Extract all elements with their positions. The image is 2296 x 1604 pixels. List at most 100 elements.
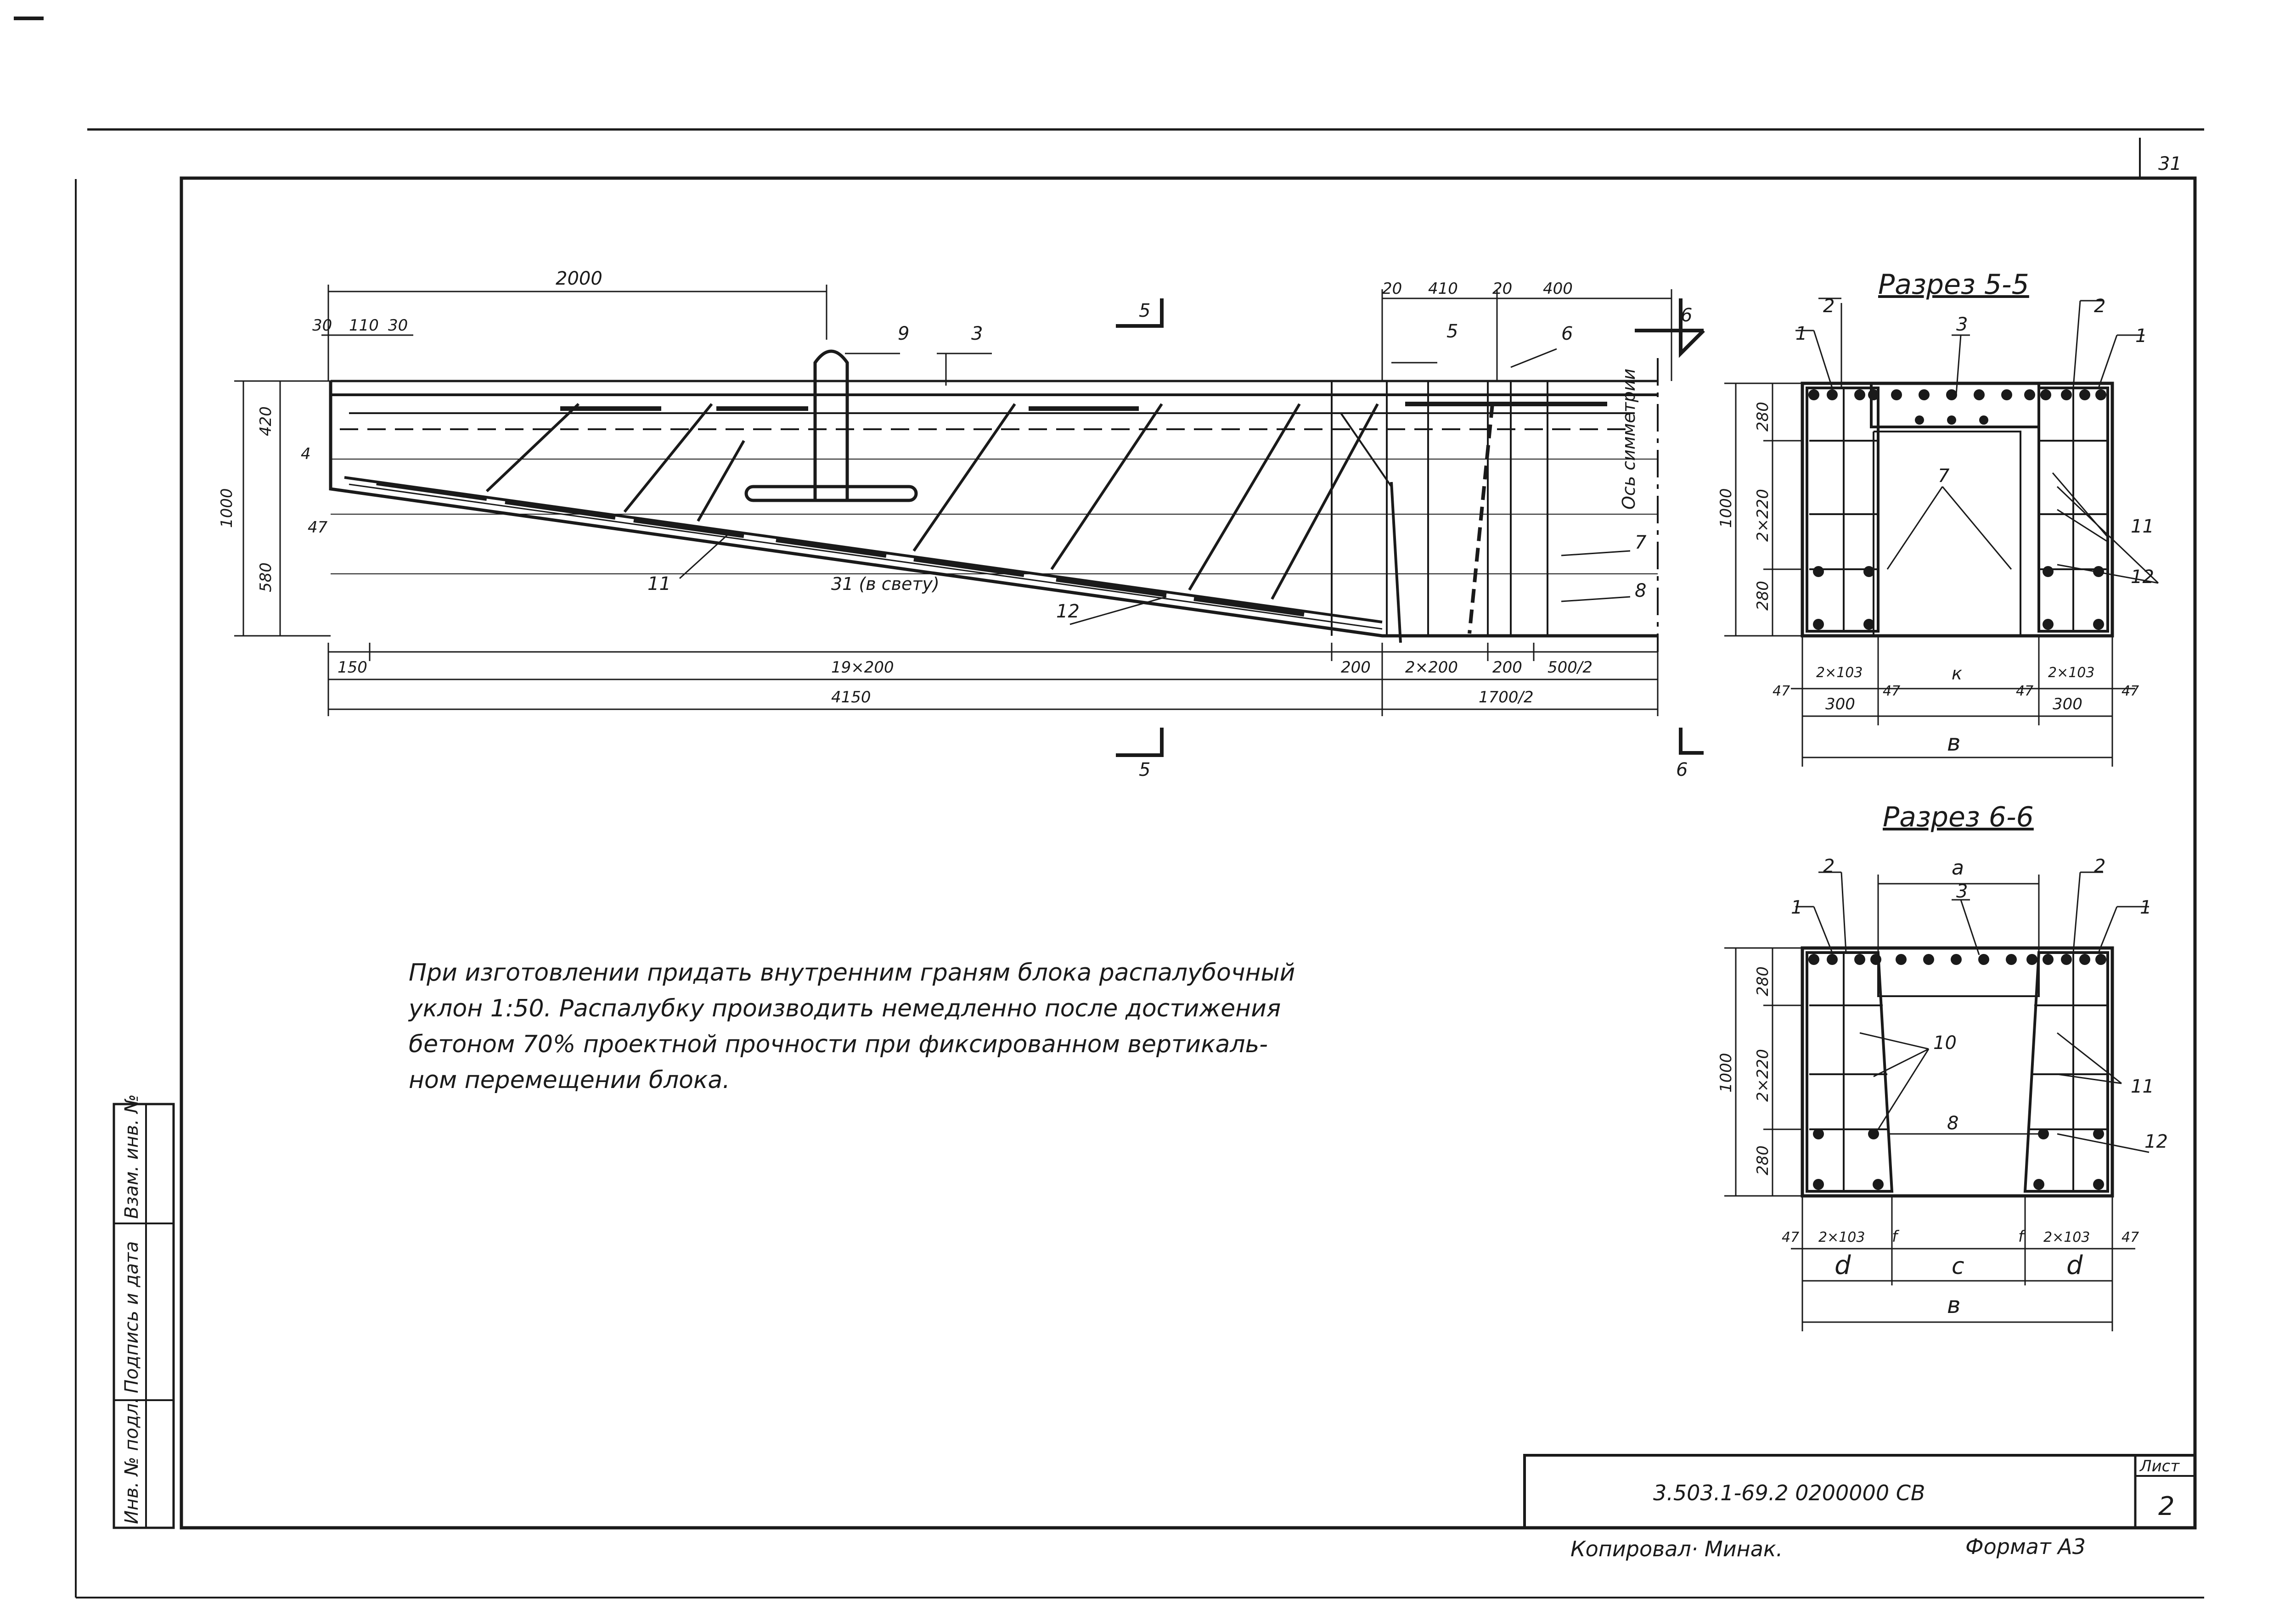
sec55-dim-280-bottom: 280 <box>1754 581 1772 611</box>
main-view <box>234 285 1705 757</box>
sec55-dim-2x103-b: 2×103 <box>2048 665 2094 681</box>
sec55-callout-7: 7 <box>1938 465 1950 487</box>
note-line: ном перемещении блока. <box>409 1066 730 1094</box>
sec55-callout-12: 12 <box>2131 566 2154 588</box>
axis-of-symmetry-label: Ось симметрии <box>1619 369 1639 510</box>
dim-580: 580 <box>257 562 275 592</box>
sec66-callout-2-right: 2 <box>2094 856 2105 877</box>
title-block <box>1523 1454 2196 1529</box>
sec55-callout-1-left: 1 <box>1795 323 1807 344</box>
sheet-number: 2 <box>2158 1492 2175 1521</box>
callout-11: 11 <box>647 573 671 594</box>
sec66-callout-8: 8 <box>1947 1113 1958 1134</box>
sec66-overall-b: в <box>1947 1292 1960 1318</box>
section-mark-5-bottom: 5 <box>1139 759 1150 780</box>
note-line: При изготовлении придать внутренним гран… <box>409 959 1295 987</box>
sec55-dim-2x103-a: 2×103 <box>1816 665 1863 681</box>
sec66-callout-3: 3 <box>1956 881 1968 902</box>
dim-200-b: 200 <box>1492 658 1522 677</box>
sec55-dim-300-left: 300 <box>1825 695 1855 713</box>
section-mark-6-top: 6 <box>1681 305 1692 326</box>
paper-format: Формат А3 <box>1965 1534 2086 1559</box>
side-stamp: Инв. № подл. Подпись и дата Взам. инв. № <box>113 1094 175 1529</box>
callout-6: 6 <box>1561 323 1573 344</box>
sec55-dim-280-top: 280 <box>1754 402 1772 432</box>
stamp-signature-label: Подпись и дата <box>121 1241 142 1393</box>
note-line: бетоном 70% проектной прочности при фикс… <box>409 1031 1268 1058</box>
sec66-callout-2-left: 2 <box>1823 856 1835 877</box>
sec55-overall-b: в <box>1947 729 1960 756</box>
dim-500-2: 500/2 <box>1548 658 1593 677</box>
dim-20-b: 20 <box>1492 280 1512 298</box>
callout-8: 8 <box>1635 580 1646 601</box>
section-mark-5-top: 5 <box>1139 300 1150 321</box>
dim-30-a: 30 <box>312 316 332 335</box>
sec66-dim-280-bottom: 280 <box>1754 1145 1772 1175</box>
sec55-dim-47-a: 47 <box>1773 683 1790 699</box>
sheet-label: Лист <box>2139 1457 2180 1475</box>
sec55-callout-3: 3 <box>1956 314 1968 335</box>
dim-20-a: 20 <box>1382 280 1402 298</box>
sec55-callout-2-left: 2 <box>1823 296 1835 317</box>
dim-420: 420 <box>257 406 275 436</box>
sec66-callout-10: 10 <box>1933 1032 1957 1054</box>
sec55-callout-1-right: 1 <box>2135 325 2147 347</box>
sec66-callout-11: 11 <box>2131 1076 2154 1097</box>
sec66-callout-a: а <box>1952 856 1964 880</box>
sec66-dim-2x103-b: 2×103 <box>2043 1229 2090 1245</box>
sec55-dim-1000: 1000 <box>1717 488 1735 528</box>
callout-9: 9 <box>898 323 909 344</box>
dim-2x200: 2×200 <box>1405 658 1458 677</box>
dim-47: 47 <box>308 518 328 537</box>
sec66-dim-f-a: f <box>1892 1228 1900 1246</box>
dim-30-b: 30 <box>388 316 408 335</box>
dim-1000: 1000 <box>218 488 236 528</box>
sec66-dim-2x103-a: 2×103 <box>1818 1229 1865 1245</box>
section-6-6-title: Разрез 6-6 <box>1883 801 2034 833</box>
fabrication-note: При изготовлении придать внутренним гран… <box>409 955 1318 1098</box>
sec66-dim-d-right: d <box>2066 1251 2083 1280</box>
dim-1700-2: 1700/2 <box>1479 688 1534 707</box>
dim-410: 410 <box>1428 280 1458 298</box>
sec66-dim-1000: 1000 <box>1717 1053 1735 1093</box>
stamp-replace-label: Взам. инв. № <box>121 1094 142 1219</box>
dim-4150: 4150 <box>831 688 871 707</box>
callout-12: 12 <box>1056 601 1080 622</box>
section-mark-6-bottom: 6 <box>1676 759 1688 780</box>
sec66-dim-c: c <box>1952 1253 1964 1279</box>
section-5-5 <box>1724 297 2159 767</box>
note-line: уклон 1:50. Распалубку производить немед… <box>409 995 1281 1022</box>
sec55-dim-47-d: 47 <box>2122 683 2139 699</box>
dim-200-a: 200 <box>1341 658 1371 677</box>
sec66-dim-47-b: 47 <box>2122 1229 2139 1245</box>
sec55-dim-47-b: 47 <box>1883 683 1900 699</box>
copied-by: Копировал· Минак. <box>1570 1537 1783 1561</box>
dim-19x200: 19×200 <box>831 658 894 677</box>
sec66-callout-12: 12 <box>2144 1131 2168 1152</box>
section-5-5-title: Разрез 5-5 <box>1878 269 2029 301</box>
sec66-callout-1-left: 1 <box>1791 897 1802 918</box>
callout-7: 7 <box>1635 532 1647 553</box>
sheet-designation: 3.503.1-69.2 0200000 СВ <box>1653 1481 1925 1505</box>
dim-4: 4 <box>301 445 311 463</box>
sec55-dim-300-right: 300 <box>2053 695 2082 713</box>
sec66-dim-47-a: 47 <box>1782 1229 1799 1245</box>
sec55-dim-2x220: 2×220 <box>1754 489 1772 542</box>
sec55-callout-11: 11 <box>2131 516 2154 537</box>
callout-3: 3 <box>971 323 983 344</box>
sec66-dim-d-left: d <box>1835 1251 1851 1280</box>
top-sheet-number: 31 <box>2158 153 2182 174</box>
sec55-dim-47-c: 47 <box>2016 683 2033 699</box>
sec66-callout-1-right: 1 <box>2140 897 2151 918</box>
dim-110: 110 <box>349 316 379 335</box>
sec66-dim-280-top: 280 <box>1754 966 1772 996</box>
dim-150: 150 <box>338 658 367 677</box>
dim-2000: 2000 <box>556 268 602 289</box>
section-6-6 <box>1724 871 2150 1331</box>
dim-400: 400 <box>1543 280 1573 298</box>
sheet-frame <box>14 17 2204 1598</box>
callout-31-clear: 31 (в свету) <box>831 574 940 594</box>
sec66-dim-2x220: 2×220 <box>1754 1049 1772 1102</box>
sec55-callout-2-right: 2 <box>2094 296 2105 317</box>
